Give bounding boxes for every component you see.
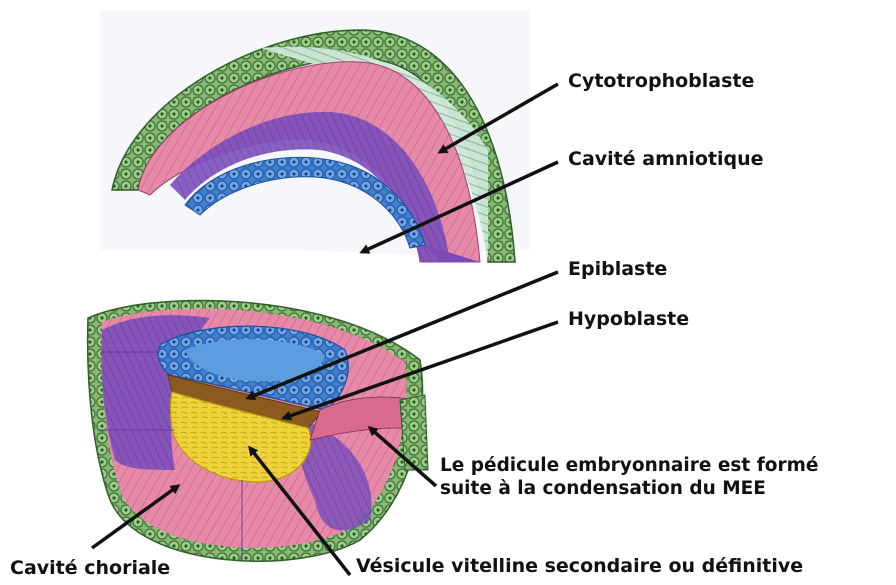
label-vesicule-vitelline: Vésicule vitelline secondaire ou définit… (356, 555, 803, 579)
label-pedicule-line2: suite à la condensation du MEE (440, 477, 818, 500)
label-cytotrophoblaste: Cytotrophoblaste (568, 70, 754, 94)
label-epiblaste: Epiblaste (568, 258, 667, 282)
label-pedicule-line1: Le pédicule embryonnaire est formé (440, 454, 818, 477)
label-pedicule: Le pédicule embryonnaire est formé suite… (440, 454, 818, 500)
label-cavite-choriale: Cavité choriale (10, 557, 170, 581)
label-cavite-amniotique: Cavité amniotique (568, 148, 764, 172)
label-hypoblaste: Hypoblaste (568, 308, 689, 332)
bottom-half-embryo (88, 301, 428, 562)
